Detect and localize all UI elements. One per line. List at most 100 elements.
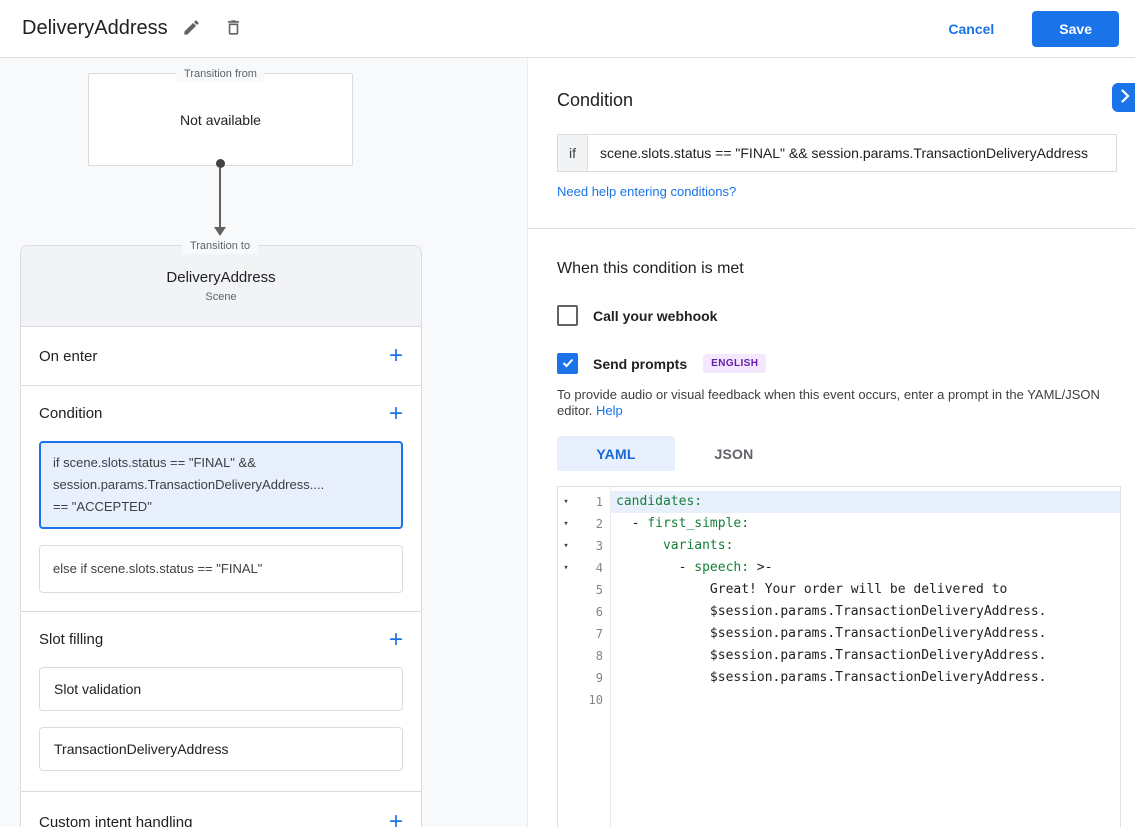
custom-intent-label: Custom intent handling [39, 813, 193, 827]
code-line[interactable] [611, 689, 1120, 711]
line-number: 4 [595, 561, 603, 575]
pencil-icon [182, 18, 201, 40]
save-button[interactable]: Save [1032, 10, 1119, 47]
yaml-editor[interactable]: ▾1 ▾2 ▾3 ▾4 5 6 7 8 9 10 candidates: - f… [557, 486, 1121, 827]
gutter-row: ▾2 [558, 513, 610, 535]
main-body: Transition from Not available Transition… [0, 58, 1135, 827]
code-text: $session.params.TransactionDeliveryAddre… [616, 648, 1047, 663]
collapse-panel-button[interactable] [1112, 83, 1135, 112]
line-number: 9 [595, 671, 603, 685]
prompts-description-text: To provide audio or visual feedback when… [557, 387, 1100, 418]
arrow-dot [215, 159, 225, 168]
arrow-line [219, 167, 221, 227]
code-text: Great! Your order will be delivered to [616, 582, 1008, 597]
code-line[interactable]: $session.params.TransactionDeliveryAddre… [611, 601, 1120, 623]
webhook-checkbox[interactable] [557, 305, 578, 326]
yaml-key: candidates: [616, 494, 703, 509]
on-enter-row[interactable]: On enter + [21, 327, 421, 386]
tab-yaml[interactable]: YAML [557, 436, 675, 471]
send-prompts-row: Send prompts ENGLISH [557, 353, 1135, 374]
yaml-key: first_simple: [647, 516, 750, 531]
if-label: if [557, 134, 587, 172]
add-icon[interactable]: + [388, 399, 403, 427]
condition-card-else[interactable]: else if scene.slots.status == "FINAL" [39, 545, 403, 593]
condition-detail-panel: Condition if scene.slots.status == "FINA… [528, 58, 1135, 827]
fold-toggle-icon[interactable]: ▾ [563, 497, 569, 507]
check-icon [562, 355, 574, 373]
code-text: - [616, 560, 695, 575]
code-line[interactable]: $session.params.TransactionDeliveryAddre… [611, 623, 1120, 645]
slot-filling-label: Slot filling [39, 631, 104, 648]
gutter-row: 8 [558, 645, 610, 667]
code-text [616, 538, 663, 553]
add-icon[interactable]: + [388, 625, 403, 653]
code-text: $session.params.TransactionDeliveryAddre… [616, 670, 1047, 685]
transition-from-box: Transition from Not available [88, 66, 353, 166]
code-line[interactable]: - first_simple: [611, 513, 1120, 535]
page-title: DeliveryAddress [22, 17, 168, 39]
code-text: $session.params.TransactionDeliveryAddre… [616, 604, 1047, 619]
line-number: 3 [595, 539, 603, 553]
slot-filling-section-header: Slot filling + [21, 612, 421, 667]
prompts-help-link[interactable]: Help [596, 403, 623, 418]
scene-graph-panel: Transition from Not available Transition… [0, 58, 528, 827]
line-number: 7 [595, 627, 603, 641]
gutter-row: 10 [558, 689, 610, 711]
prompts-description: To provide audio or visual feedback when… [557, 387, 1106, 419]
code-text: >- [749, 560, 773, 575]
add-icon[interactable]: + [388, 342, 403, 369]
code-line[interactable]: variants: [611, 535, 1120, 557]
gutter-row: 7 [558, 623, 610, 645]
condition-help-link[interactable]: Need help entering conditions? [557, 184, 737, 199]
code-line[interactable]: Great! Your order will be delivered to [611, 579, 1120, 601]
condition-heading: Condition [557, 90, 634, 110]
transition-to-label: Transition to [181, 238, 259, 254]
top-header: DeliveryAddress Cancel Save [0, 0, 1135, 58]
condition-section: Condition + if scene.slots.status == "FI… [21, 386, 421, 612]
fold-toggle-icon[interactable]: ▾ [563, 519, 569, 529]
send-prompts-label: Send prompts [593, 355, 688, 372]
transition-from-label: Transition from [176, 66, 265, 82]
arrow-head-icon [214, 227, 226, 236]
transition-from-value: Not available [180, 111, 261, 128]
section-divider [528, 228, 1135, 229]
line-number: 10 [588, 693, 603, 707]
delete-scene-button[interactable] [216, 11, 252, 47]
webhook-label: Call your webhook [593, 307, 718, 324]
slot-filling-section: Slot filling + Slot validation Transacti… [21, 612, 421, 792]
slot-validation-card[interactable]: Slot validation [39, 667, 403, 711]
code-line[interactable]: candidates: [611, 491, 1120, 513]
scene-type: Scene [205, 291, 237, 303]
editor-code-area[interactable]: candidates: - first_simple: variants: - … [611, 487, 1120, 827]
slot-name-card[interactable]: TransactionDeliveryAddress [39, 727, 403, 771]
fold-toggle-icon[interactable]: ▾ [563, 541, 569, 551]
chevron-right-icon [1120, 89, 1130, 106]
tab-json[interactable]: JSON [714, 445, 754, 462]
editor-tabs: YAML JSON [557, 436, 1135, 471]
scene-card: DeliveryAddress Scene On enter + Conditi… [20, 245, 422, 827]
code-text: - [616, 516, 648, 531]
add-icon[interactable]: + [388, 808, 403, 827]
condition-card-selected[interactable]: if scene.slots.status == "FINAL" && sess… [39, 441, 403, 529]
code-line[interactable]: $session.params.TransactionDeliveryAddre… [611, 645, 1120, 667]
yaml-key: variants: [662, 538, 734, 553]
code-line[interactable]: - speech: >- [611, 557, 1120, 579]
condition-section-label: Condition [39, 405, 103, 422]
scene-card-header[interactable]: DeliveryAddress Scene [21, 246, 421, 327]
condition-expression-row: if scene.slots.status == "FINAL" && sess… [557, 134, 1117, 172]
code-line[interactable]: $session.params.TransactionDeliveryAddre… [611, 667, 1120, 689]
yaml-key: speech: [694, 560, 750, 575]
edit-title-button[interactable] [174, 11, 210, 47]
gutter-row: 5 [558, 579, 610, 601]
gutter-row: 9 [558, 667, 610, 689]
trash-icon [224, 18, 243, 40]
cancel-button[interactable]: Cancel [942, 20, 1000, 38]
fold-toggle-icon[interactable]: ▾ [563, 563, 569, 573]
custom-intent-section-header: Custom intent handling + [21, 792, 421, 827]
condition-section-header: Condition + [21, 386, 421, 441]
condition-expression-input[interactable]: scene.slots.status == "FINAL" && session… [587, 134, 1117, 172]
language-badge: ENGLISH [703, 354, 767, 373]
send-prompts-checkbox[interactable] [557, 353, 578, 374]
gutter-row: 6 [558, 601, 610, 623]
